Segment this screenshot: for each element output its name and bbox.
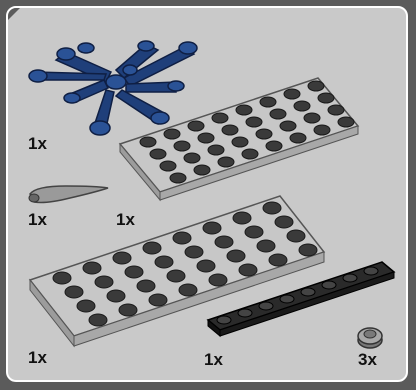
quantity-label-round-plate: 3x <box>358 350 377 370</box>
gray-plate-part-icon <box>112 78 362 198</box>
parts-list-panel: 1x 1x 1x 1x <box>6 6 408 382</box>
quantity-label-gray-plate-bottom: 1x <box>28 348 47 368</box>
round-plate-part-icon <box>352 322 392 352</box>
corner-notch-icon <box>8 8 22 22</box>
quantity-label-black-plate: 1x <box>204 350 223 370</box>
quantity-label-blue-leaves: 1x <box>28 134 47 154</box>
